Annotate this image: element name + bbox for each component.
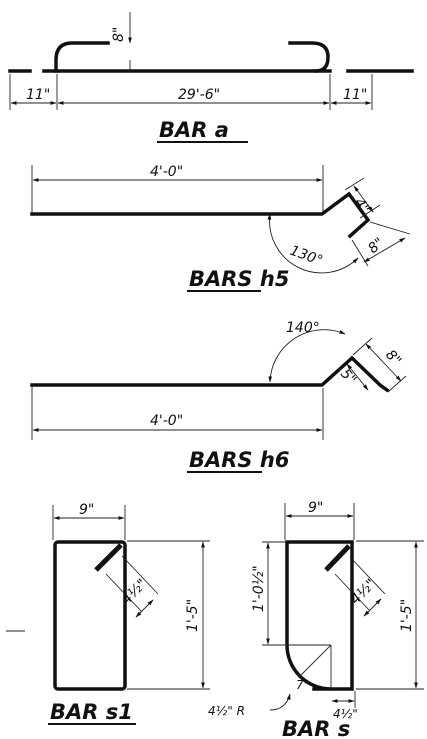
bars-h5-short-leg: 4" <box>351 195 373 217</box>
bar-s1-height: 1'-5" <box>185 599 201 632</box>
bar-s1-width: 9" <box>79 502 94 518</box>
bar-s-width: 9" <box>308 500 323 516</box>
bars-h5-group: 4'-0" 4" 8" 130° BARS h5 <box>30 164 411 292</box>
bars-h5-short-dimline <box>353 185 374 213</box>
bars-h6-long-ext1 <box>352 337 373 356</box>
bar-s-hook-ext2 <box>349 556 386 595</box>
bars-h5-long-ext2 <box>369 221 411 235</box>
bar-a-left-hook <box>54 41 110 73</box>
bars-h5-length: 4'-0" <box>150 164 183 180</box>
bar-s-left-height: 1'-0½" <box>251 565 267 612</box>
bar-a-right-extension: 11" <box>343 87 367 103</box>
bar-s1-title: BAR s1 <box>50 700 133 724</box>
bars-h6-length: 4'-0" <box>150 413 183 429</box>
bars-h5-bar <box>30 191 371 239</box>
bars-h6-angle-arc <box>268 329 346 383</box>
bars-h5-title: BARS h5 <box>189 267 289 291</box>
bar-s1-hook-dimline <box>135 599 154 618</box>
bars-h6-angle: 140° <box>286 320 320 336</box>
bars-h5-angle-arc <box>267 213 359 274</box>
bar-s1-group: 9" 4½" 1'-5" BAR s1 <box>6 502 210 725</box>
bars-h5-long-dimline <box>363 237 406 263</box>
bars-h6-long-ext2 <box>387 375 407 393</box>
bar-s-radius: 4½" R <box>208 704 245 718</box>
bars-h6-short-dimline <box>346 363 369 391</box>
bar-s1-stirrup <box>53 540 127 691</box>
bars-h5-short-ext1 <box>344 177 365 191</box>
bar-a-right-hook <box>288 41 330 73</box>
bar-s-stirrup <box>285 540 354 691</box>
bar-s-bottom-dim: 4½" <box>333 707 358 721</box>
bars-h5-angle: 130° <box>288 243 325 270</box>
bar-a-main-length: 29'-6" <box>178 87 220 103</box>
bar-a-left-extension: 11" <box>26 87 50 103</box>
bars-h6-long-dimline <box>365 343 402 382</box>
bar-s-bend-chord <box>299 644 332 677</box>
bar-s1-hook <box>94 543 123 572</box>
bar-s1-hook-ext2 <box>121 555 159 595</box>
bar-s-title: BAR s <box>282 717 350 739</box>
bar-s-hook <box>324 544 351 572</box>
bars-h5-long-leg: 8" <box>365 235 387 257</box>
bar-a-group: 8" 11" 29'-6" 11" BAR a <box>8 12 414 143</box>
bar-s-group: 9" 4½" 1'-0½" 7" 4½" R 4½" 1'-5" BAR s <box>208 500 424 739</box>
bar-a-hook-height: 8" <box>111 27 127 42</box>
bars-h6-group: 140° 8" 5" 4'-0" BARS h6 <box>30 320 407 473</box>
bars-h6-bar <box>30 355 390 393</box>
bar-s-bend-chord-label: 7" <box>296 678 309 692</box>
bar-s-radius-leader <box>269 693 291 711</box>
bar-s-height: 1'-5" <box>399 599 415 632</box>
bars-h6-long-leg: 8" <box>382 347 404 369</box>
bar-s-hook-dimline <box>363 598 382 617</box>
bars-h6-title: BARS h6 <box>189 448 289 472</box>
bar-a-title: BAR a <box>159 118 229 142</box>
